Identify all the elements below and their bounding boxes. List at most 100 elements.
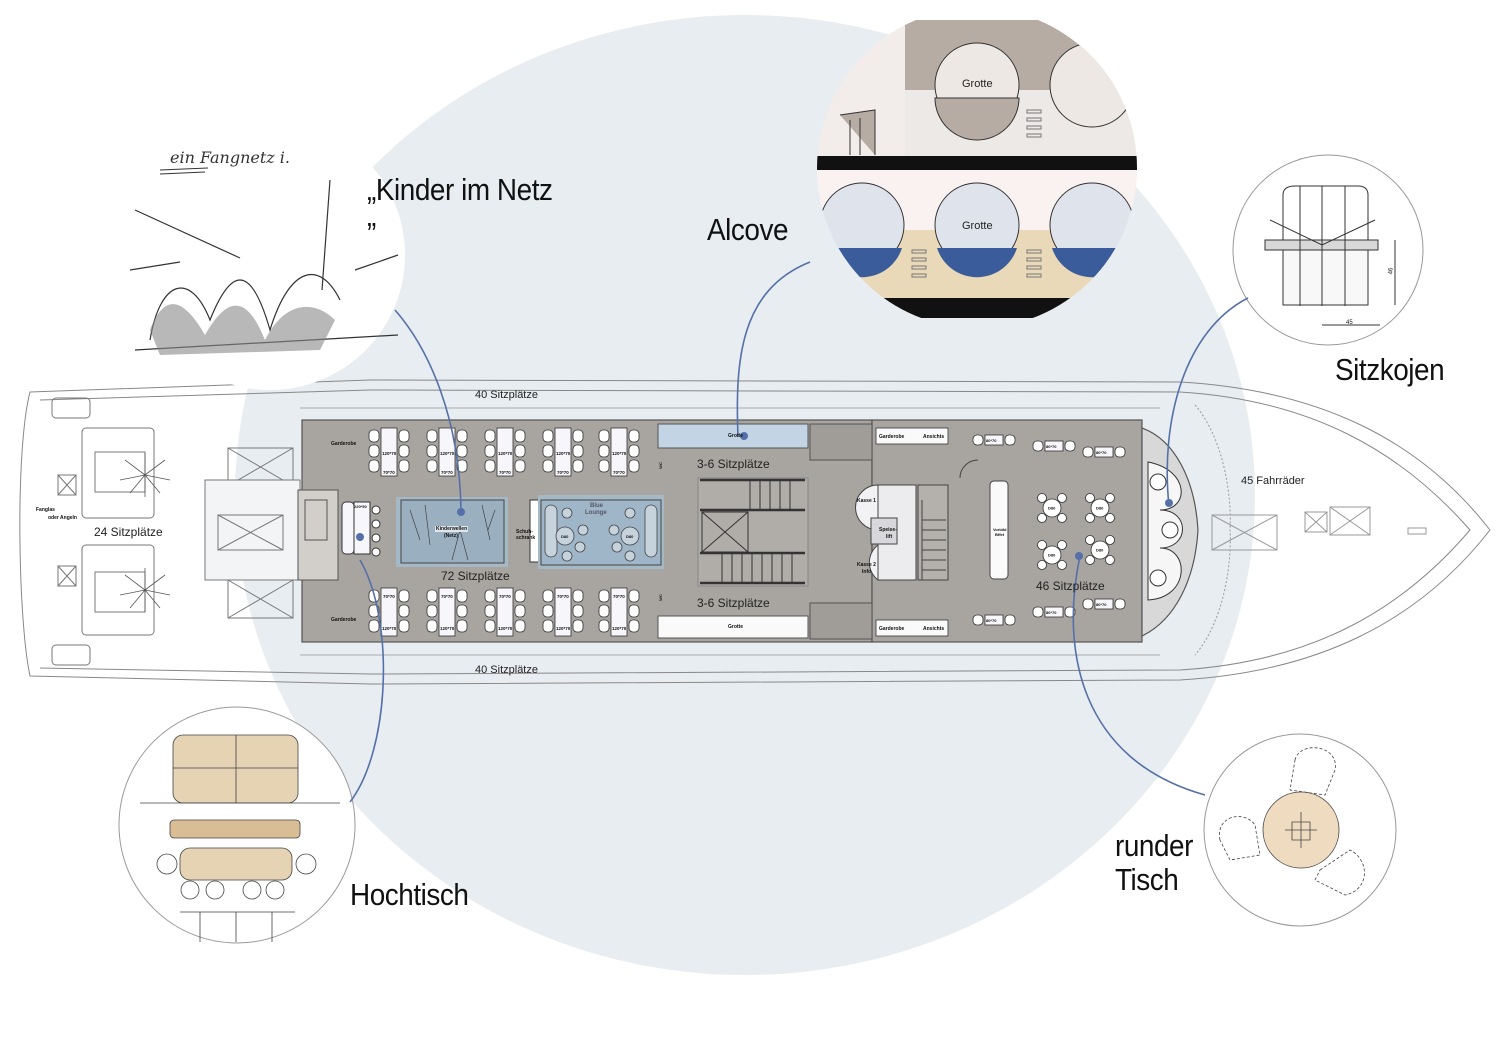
blue-lounge-label-2: Lounge [585,510,607,516]
kasse-block [855,459,1009,582]
table-size-label: 120*70 [556,451,571,456]
lounge-table-left: D80 [561,534,569,539]
table-size-label: 120*70 [498,626,513,631]
alcove-grotte-lower: Grotte [962,220,993,232]
speiselift-label: Speise- [879,527,897,533]
bow-table-label: 80*70 [986,618,997,623]
schuhschrank-label: Schuh- [516,529,533,535]
bow-hatches [1194,404,1427,656]
hull-outline [19,379,1491,685]
table-set: 120*70 70*70 [542,587,584,637]
garderobe-stern-bottom: Garderobe [331,617,357,623]
alcove-bottom-seating-label: 3-6 Sitzplätze [697,596,770,610]
hochtisch-size-label: 220*50 [354,504,367,509]
table-size-label: 70*70 [557,594,569,599]
bow-table: 80*70 [972,614,1016,626]
speiselift-label-2: lift [886,534,893,540]
sitzkojen-chair-drawing [1264,185,1396,326]
bow-bikes-label: 45 Fahrräder [1241,475,1305,487]
table-set: 120*70 70*70 [598,587,640,637]
callout-title-alcove: Alcove [707,212,789,247]
table-size-label: 70*70 [441,470,453,475]
garderobe-bow-bottom: Garderobe [879,626,905,632]
blue-lounge [540,499,662,566]
garderobe-stern-top: Garderobe [331,441,357,447]
table-size-label: 70*70 [613,594,625,599]
table-size-label: 120*70 [440,451,455,456]
grotte-strip-bottom [657,615,809,639]
bow-table-label: 80*70 [986,438,997,443]
hochtisch-table [353,501,371,555]
table-size-label: 120*70 [440,626,455,631]
buffet-label: Vorbild [993,527,1007,532]
table-size-label: 70*70 [557,470,569,475]
table-size-label: 120*70 [498,451,513,456]
main-salon-seating-label: 72 Sitzplätze [441,569,510,583]
grotte-top-label: Grotte [728,433,743,439]
stair-block-bottom [809,602,873,640]
callout-title-sitzkojen: Sitzkojen [1335,352,1445,387]
garderobe-bottom [875,619,949,637]
bow-table-label: 80*70 [1096,602,1107,607]
net-sketch-shading [150,304,335,355]
entry-area [297,489,339,581]
stern-note-line2: oder Angeln [48,515,77,521]
stair-block-top [809,423,873,461]
hochtisch-bench [341,501,355,555]
round-table-label: D80 [1096,506,1104,511]
grotte-strip-top [657,423,809,449]
alcove-top-seating-label: 3-6 Sitzplätze [697,457,770,471]
table-size-label: 70*70 [383,470,395,475]
plant-icon [119,453,171,612]
round-table: D80 [1037,493,1067,523]
schuhschrank-label-2: schrank [516,535,536,541]
bow-table-label: 80*70 [1046,610,1057,615]
lounge-furniture [544,504,658,562]
info-label: Info [862,569,872,575]
bow-table: 80*70 [1032,440,1076,452]
sitzkojen-dim-height: 46 [1388,267,1395,275]
table-size-label: 120*70 [612,451,627,456]
blue-lounge-label: Blue [590,503,604,509]
round-table-label: D80 [1096,548,1104,553]
bow-table-label: 80*70 [1046,444,1057,449]
table-set: 120*70 70*70 [484,427,526,477]
callout-title-tisch: Tisch [1115,862,1179,897]
table-size-label: 120*70 [612,626,627,631]
alcove-grotte-upper: Grotte [962,78,993,90]
table-size-label: 70*70 [499,470,511,475]
garderobe-top [875,427,949,445]
callout-title-kinder-netz-quote: ” [367,216,376,251]
ansichts-bow-top: Ansichts [923,434,945,440]
table-group-top: 120*70 70*70 120*70 70*70 120*70 70*70 120*70 7… [368,427,640,477]
stern-note-line1: Fanglas [36,507,55,513]
table-size-label: 70*70 [441,594,453,599]
round-table: D80 [1085,493,1115,523]
table-size-label: 120*70 [382,626,397,631]
table-size-label: 70*70 [613,470,625,475]
buffet-label-2: Bffet [995,532,1005,537]
callout-title-hochtisch: Hochtisch [350,877,469,912]
central-stairs [697,477,809,587]
side-top-seating-label: 40 Sitzplätze [475,389,538,401]
side-bottom-seating-label: 40 Sitzplätze [475,664,538,676]
bow-table: 80*70 [1032,606,1076,618]
kinderwellen-label: Kinderwellen [435,526,469,532]
runder-tisch-drawing [1219,747,1365,896]
round-table: D80 [1085,535,1115,565]
kasse2-label: Kasse 2 [857,562,876,568]
round-table: D80 [1037,540,1067,570]
sketch-underline [159,167,209,175]
bow-table: 80*70 [972,434,1016,446]
bow-table-label: 80*70 [1096,450,1107,455]
bow-table: 80*70 [1082,598,1126,610]
table-size-label: 70*70 [383,594,395,599]
callout-lines [349,261,1249,803]
wc-bottom-label: WC [657,594,663,601]
table-size-label: 120*70 [556,626,571,631]
table-set: 120*70 70*70 [542,427,584,477]
grotte-bottom-label: Grotte [728,624,743,630]
lounge-table-right: D80 [626,534,634,539]
